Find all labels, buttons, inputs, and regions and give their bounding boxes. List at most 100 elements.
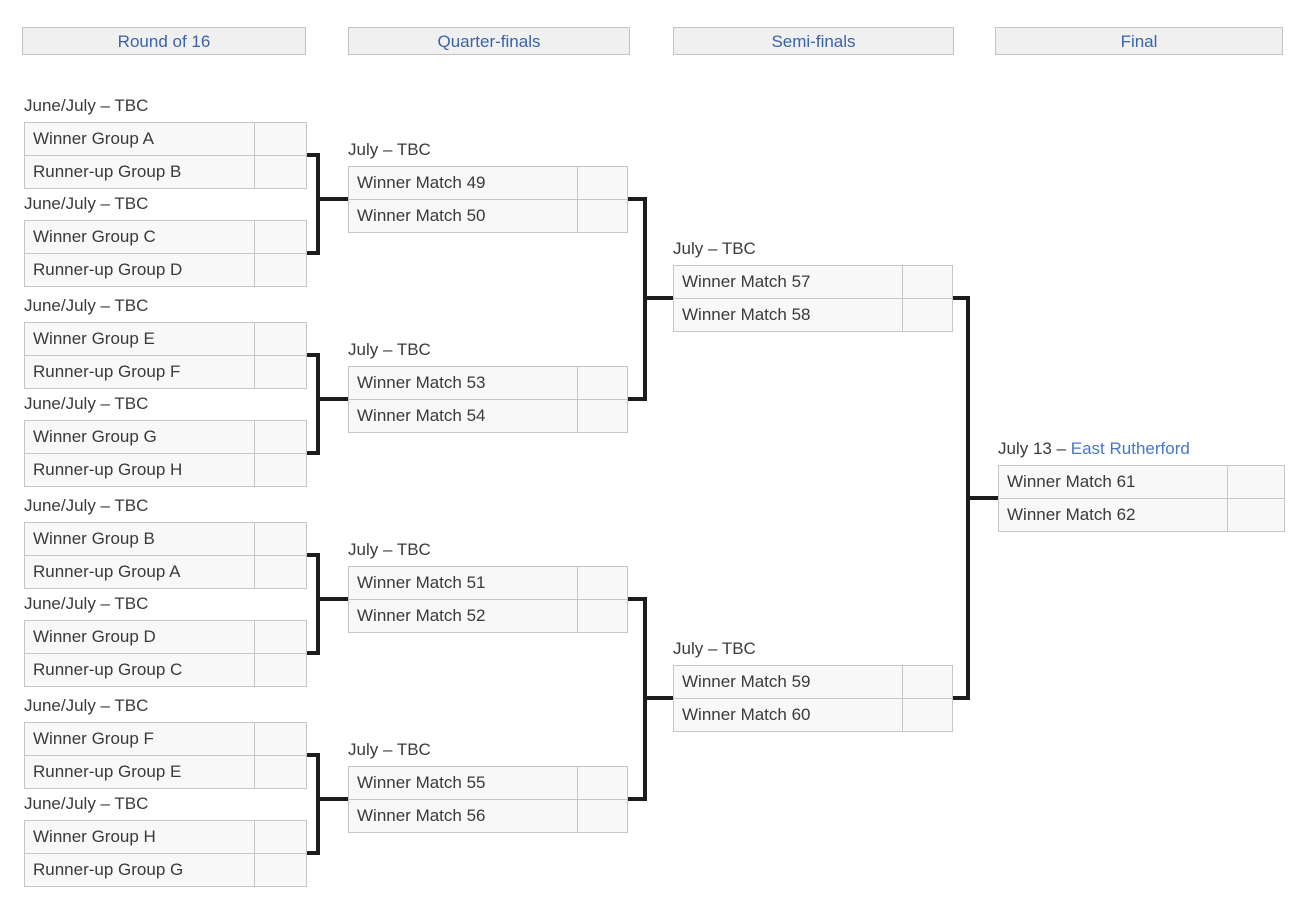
round-header-round-of-16: Round of 16: [22, 27, 306, 55]
match-qf-3: July – TBC Winner Match 51 Winner Match …: [348, 540, 628, 633]
team-name-cell: Winner Group C: [33, 227, 156, 246]
team-slot: Winner Match 62: [999, 498, 1284, 531]
bracket-connector: [628, 597, 647, 601]
score-cell: [254, 323, 306, 355]
team-slot: Runner-up Group C: [25, 653, 306, 686]
match-r16-6: June/July – TBC Winner Group D Runner-up…: [24, 594, 307, 687]
team-slot: Winner Match 56: [349, 799, 627, 832]
score-cell: [577, 367, 627, 399]
match-r16-2: June/July – TBC Winner Group C Runner-up…: [24, 194, 307, 287]
bracket-connector: [307, 353, 320, 357]
score-cell: [254, 723, 306, 755]
match-sf-2: July – TBC Winner Match 59 Winner Match …: [673, 639, 953, 732]
team-slot: Runner-up Group B: [25, 155, 306, 188]
team-name-cell: Winner Match 59: [682, 672, 811, 691]
score-cell: [254, 454, 306, 486]
match-date-label: July – TBC: [348, 340, 431, 359]
score-cell: [254, 621, 306, 653]
team-name-cell: Runner-up Group A: [33, 562, 181, 581]
team-slot: Winner Match 51: [349, 567, 627, 599]
bracket-connector: [316, 753, 320, 855]
team-slot: Runner-up Group E: [25, 755, 306, 788]
team-name-cell: Runner-up Group F: [33, 362, 181, 381]
score-cell: [254, 654, 306, 686]
team-slot: Winner Group B: [25, 523, 306, 555]
team-name-cell: Winner Match 54: [357, 406, 486, 425]
bracket-connector: [307, 851, 320, 855]
match-box: Winner Match 51 Winner Match 52: [348, 566, 628, 633]
score-cell: [254, 254, 306, 286]
match-box: Winner Group D Runner-up Group C: [24, 620, 307, 687]
score-cell: [902, 699, 952, 731]
score-cell: [254, 221, 306, 253]
team-slot: Winner Group E: [25, 323, 306, 355]
team-slot: Runner-up Group F: [25, 355, 306, 388]
bracket-connector: [953, 696, 970, 700]
match-r16-8: June/July – TBC Winner Group H Runner-up…: [24, 794, 307, 887]
bracket-connector: [643, 296, 673, 300]
score-cell: [902, 266, 952, 298]
match-date-label: July 13 – East Rutherford: [998, 439, 1285, 459]
team-slot: Winner Match 58: [674, 298, 952, 331]
team-name-cell: Runner-up Group E: [33, 762, 182, 781]
bracket-connector: [307, 451, 320, 455]
team-slot: Winner Group C: [25, 221, 306, 253]
match-date-label: June/July – TBC: [24, 794, 149, 813]
team-slot: Winner Group A: [25, 123, 306, 155]
bracket-connector: [316, 553, 320, 655]
score-cell: [1227, 499, 1284, 531]
match-date-label: June/July – TBC: [24, 394, 149, 413]
match-date-label: July – TBC: [348, 740, 431, 759]
bracket-connector: [307, 753, 320, 757]
team-name-cell: Winner Match 51: [357, 573, 486, 592]
score-cell: [254, 556, 306, 588]
match-date-label: June/July – TBC: [24, 296, 149, 315]
bracket-connector: [307, 651, 320, 655]
match-final: July 13 – East Rutherford Winner Match 6…: [998, 439, 1285, 532]
match-date-label: June/July – TBC: [24, 496, 149, 515]
round-header-semi-finals: Semi-finals: [673, 27, 954, 55]
team-slot: Winner Group F: [25, 723, 306, 755]
match-date-label: July – TBC: [673, 639, 756, 658]
final-venue-link[interactable]: East Rutherford: [1070, 439, 1190, 458]
match-qf-4: July – TBC Winner Match 55 Winner Match …: [348, 740, 628, 833]
team-name-cell: Winner Match 52: [357, 606, 486, 625]
score-cell: [577, 800, 627, 832]
final-date-text: July 13 –: [998, 439, 1071, 458]
match-date-label: June/July – TBC: [24, 194, 149, 213]
match-date-label: July – TBC: [348, 140, 431, 159]
match-box: Winner Group E Runner-up Group F: [24, 322, 307, 389]
match-date-label: June/July – TBC: [24, 96, 149, 115]
score-cell: [254, 123, 306, 155]
match-r16-7: June/July – TBC Winner Group F Runner-up…: [24, 696, 307, 789]
match-qf-2: July – TBC Winner Match 53 Winner Match …: [348, 340, 628, 433]
match-box: Winner Match 53 Winner Match 54: [348, 366, 628, 433]
team-slot: Winner Group H: [25, 821, 306, 853]
bracket-connector: [953, 296, 970, 300]
bracket-connector: [643, 696, 673, 700]
team-name-cell: Winner Match 49: [357, 173, 486, 192]
team-slot: Winner Match 57: [674, 266, 952, 298]
match-r16-5: June/July – TBC Winner Group B Runner-up…: [24, 496, 307, 589]
score-cell: [577, 167, 627, 199]
match-date-label: June/July – TBC: [24, 594, 149, 613]
team-name-cell: Winner Group A: [33, 129, 154, 148]
score-cell: [254, 421, 306, 453]
match-box: Winner Group B Runner-up Group A: [24, 522, 307, 589]
team-name-cell: Winner Group D: [33, 627, 156, 646]
team-name-cell: Runner-up Group C: [33, 660, 183, 679]
team-name-cell: Winner Group E: [33, 329, 155, 348]
match-r16-4: June/July – TBC Winner Group G Runner-up…: [24, 394, 307, 487]
match-box: Winner Group G Runner-up Group H: [24, 420, 307, 487]
team-slot: Winner Match 53: [349, 367, 627, 399]
team-slot: Winner Group G: [25, 421, 306, 453]
round-header-quarter-finals: Quarter-finals: [348, 27, 630, 55]
bracket-connector: [628, 197, 647, 201]
team-name-cell: Winner Match 57: [682, 272, 811, 291]
team-name-cell: Winner Group G: [33, 427, 157, 446]
score-cell: [1227, 466, 1284, 498]
team-slot: Runner-up Group H: [25, 453, 306, 486]
match-date-label: June/July – TBC: [24, 696, 149, 715]
team-name-cell: Runner-up Group H: [33, 460, 183, 479]
team-slot: Winner Match 61: [999, 466, 1284, 498]
